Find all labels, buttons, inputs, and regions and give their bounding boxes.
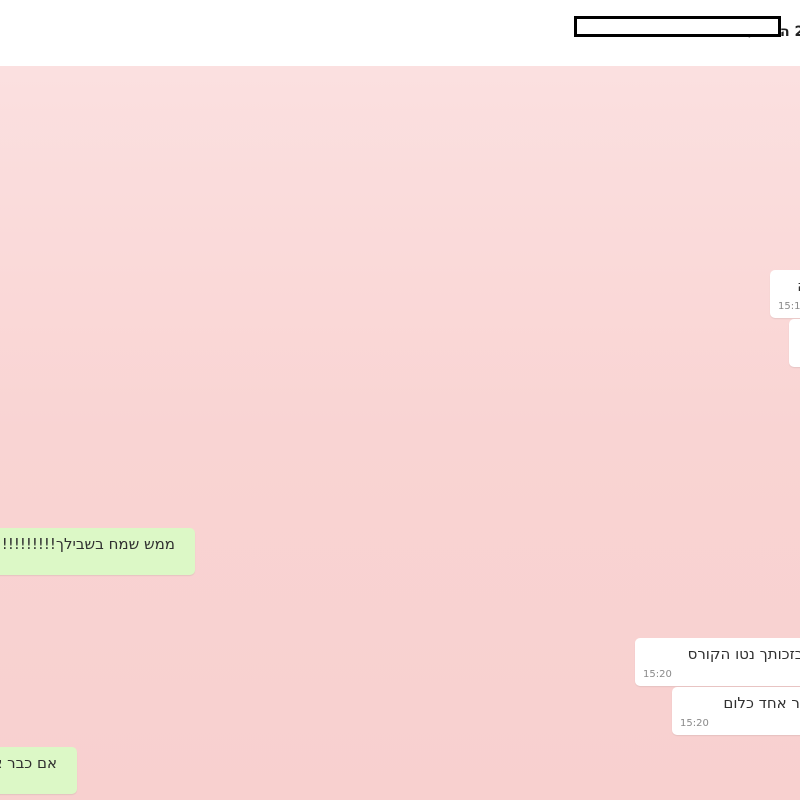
message-bubble-incoming[interactable]: חזה 15:19 bbox=[770, 270, 800, 318]
chat-header: 20 ההודעות האחרונות בצ'אט bbox=[0, 0, 800, 66]
message-bubble-outgoing[interactable]: ממש שמח בשבילך!!!!!!!!!!!!!!!!! bbox=[0, 528, 195, 575]
message-bubble-outgoing[interactable]: אם כבר צ bbox=[0, 747, 77, 794]
message-bubble-incoming[interactable]: באמת בזכותך נטו הקורס 15:20 bbox=[635, 638, 800, 686]
redaction-box bbox=[574, 16, 781, 37]
message-list[interactable]: חזה 15:19 ממש שמח בשבילך!!!!!!!!!!!!!!!!… bbox=[0, 66, 800, 800]
message-text: ממש שמח בשבילך!!!!!!!!!!!!!!!!! bbox=[0, 535, 175, 553]
message-text: באמת בזכותך נטו הקורס bbox=[687, 645, 800, 663]
message-bubble-incoming[interactable] bbox=[789, 319, 800, 367]
message-text: חזה bbox=[778, 276, 800, 296]
message-text: אם כבר צ bbox=[0, 754, 57, 772]
message-time: 15:20 bbox=[643, 669, 672, 680]
message-text: י לשיעור אחד כלום bbox=[723, 694, 800, 712]
message-bubble-incoming[interactable]: י לשיעור אחד כלום 15:20 bbox=[672, 687, 800, 735]
message-time: 15:20 bbox=[680, 718, 709, 729]
message-time: 15:19 bbox=[778, 301, 800, 312]
